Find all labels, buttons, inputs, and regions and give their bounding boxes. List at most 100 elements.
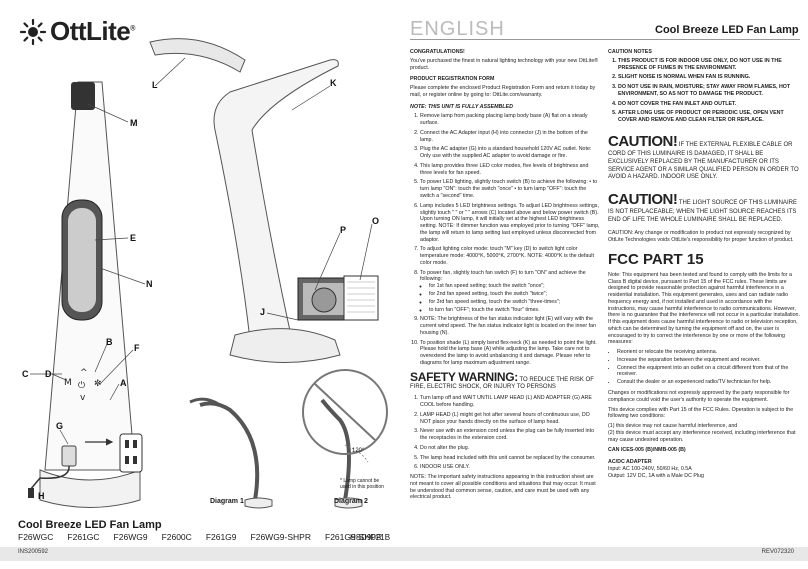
list-item: for 2nd fan speed setting, touch the swi… — [429, 291, 600, 298]
list-item: Turn lamp off and WAIT UNTIL LAMP HEAD (… — [420, 395, 600, 409]
list-item: To position shade (L) simply bend flex-n… — [420, 340, 600, 367]
fcc-changes: Changes or modifications not expressly a… — [608, 390, 790, 403]
registration-text: Please complete the enclosed Product Reg… — [410, 85, 596, 98]
list-item: for 3rd fan speed setting, touch the swi… — [429, 299, 600, 306]
label-C: C — [22, 369, 29, 379]
list-item: INDOOR USE ONLY. — [420, 464, 600, 471]
list-item: Remove lamp from packing placing lamp bo… — [420, 113, 600, 127]
list-item: Connect the equipment into an outlet on … — [617, 365, 800, 379]
caution-modification: CAUTION: Any change or modification to p… — [608, 230, 794, 243]
model-list: F26WGC F261GC F26WG9 F2600C F261G9 F26WG… — [18, 532, 382, 542]
label-O: O — [372, 216, 380, 226]
diagram-1-caption: Diagram 1 — [210, 498, 244, 505]
list-item: Increase the separation between the equi… — [617, 357, 800, 364]
safety-warning: SAFETY WARNING: TO REDUCE THE RISK OF FI… — [410, 369, 594, 391]
model-number: F26WG9-SHPR — [250, 532, 311, 542]
diagram-2-caption: Diagram 2 — [334, 498, 368, 505]
adapter-heading: AC/DC ADAPTER — [608, 459, 652, 466]
svg-text:v: v — [80, 393, 86, 403]
caution-light-source: CAUTION! THE LIGHT SOURCE OF THIS LUMINA… — [608, 191, 797, 224]
page-title: Cool Breeze LED Fan Lamp — [655, 24, 799, 36]
svg-text:^: ^ — [80, 368, 88, 378]
label-P: P — [340, 225, 347, 235]
brand-logo: OttLite® — [20, 16, 135, 47]
model-number: F261G9-SHPR — [325, 532, 383, 542]
sunburst-logo-icon — [20, 18, 46, 45]
adapter-input: Input: AC 100-240V, 50/60 Hz, 0.5A — [608, 465, 692, 472]
list-item: Do not alter the plug. — [420, 445, 600, 452]
label-J: J — [260, 307, 266, 317]
caution-notes-list: THIS PRODUCT IS FOR INDOOR USE ONLY, DO … — [608, 58, 800, 124]
fcc-measures: Reorient or relocate the receiving anten… — [608, 349, 800, 386]
angle-label: 120° — [352, 448, 365, 454]
ices-code: CAN ICES-005 (B)/NMB-005 (B) — [608, 447, 686, 454]
footer-title: Cool Breeze LED Fan Lamp — [18, 519, 162, 531]
list-item: This lamp provides three LED color modes… — [420, 163, 600, 177]
list-item: LAMP HEAD (L) might get hot after severa… — [420, 412, 600, 426]
list-item: DO NOT USE IN RAIN, MOISTURE; STAY AWAY … — [618, 84, 800, 98]
label-A: A — [120, 378, 127, 388]
ins-code: INS200592 — [18, 549, 49, 555]
list-item: To power LED lighting, slightly touch sw… — [420, 179, 600, 199]
header-divider — [410, 39, 800, 40]
list-item: Plug the AC adapter (G) into a standard … — [420, 146, 600, 160]
registration-heading: PRODUCT REGISTRATION FORM — [410, 76, 495, 83]
lamp-position-note: * Lamp cannot be used in this position — [340, 478, 384, 490]
hsd-code: HSD9021B — [350, 533, 391, 542]
list-item: for 1st fan speed setting; touch the swi… — [429, 283, 600, 290]
fcc-comply: This device complies with Part 15 of the… — [608, 406, 794, 420]
congrats-heading: CONGRATULATIONS! — [410, 49, 465, 55]
list-item: SLIGHT NOISE IS NORMAL WHEN FAN IS RUNNI… — [618, 74, 800, 81]
final-note: NOTE: The important safety instructions … — [410, 474, 596, 501]
svg-text:M: M — [64, 378, 72, 388]
svg-text:⏻: ⏻ — [78, 380, 85, 391]
label-K: K — [330, 78, 337, 88]
footer-bar — [0, 547, 808, 561]
caution-cord: CAUTION! IF THE EXTERNAL FLEXIBLE CABLE … — [608, 132, 799, 181]
list-item: To power fan, slightly touch fan switch … — [420, 270, 600, 314]
list-item: Reorient or relocate the receiving anten… — [617, 349, 800, 356]
list-item: DO NOT COVER THE FAN INLET AND OUTLET. — [618, 101, 800, 108]
instructions-column: CONGRATULATIONS! You've purchased the fi… — [410, 44, 600, 504]
label-B: B — [106, 337, 113, 347]
language-heading: ENGLISH — [410, 18, 505, 40]
fcc-heading: FCC PART 15 — [608, 250, 704, 268]
model-number: F26WGC — [18, 532, 54, 542]
rev-code: REV072320 — [761, 549, 794, 555]
label-G: G — [56, 421, 64, 431]
list-item: The lamp head included with this unit ca… — [420, 455, 600, 462]
model-number: F26WG9 — [113, 532, 148, 542]
fcc-condition: (2) this device must accept any interfer… — [608, 429, 796, 443]
list-item: NOTE: The brightness of the fan status i… — [420, 316, 600, 336]
fan-speed-list: for 1st fan speed setting; touch the swi… — [420, 283, 600, 313]
adapter-output: Output: 12V DC, 1A with a Male DC Plug — [608, 472, 704, 479]
label-D: D — [45, 369, 52, 379]
list-item: Connect the AC Adapter input (H) into co… — [420, 130, 600, 144]
list-item: Consult the dealer or an experienced rad… — [617, 379, 800, 386]
label-H: H — [38, 491, 45, 501]
label-N: N — [146, 279, 153, 289]
list-item: AFTER LONG USE OF PRODUCT OR PERIODIC US… — [618, 110, 800, 124]
logo-text: OttLite® — [50, 16, 135, 46]
label-E: E — [130, 233, 137, 243]
setup-steps: Remove lamp from packing placing lamp bo… — [410, 113, 600, 366]
model-number: F261GC — [67, 532, 100, 542]
label-L: L — [152, 80, 158, 90]
model-number: F261G9 — [205, 532, 237, 542]
label-M: M — [130, 118, 138, 128]
fcc-condition: (1) this device may not cause harmful in… — [608, 423, 738, 430]
svg-text:✼: ✼ — [94, 379, 102, 389]
label-F: F — [134, 343, 140, 353]
lamp-illustration: ^ M ⏻ ✼ v — [28, 38, 388, 509]
list-item: Lamp includes 5 LED brightness settings.… — [420, 203, 600, 244]
list-item: To adjust lighting color mode: touch "M"… — [420, 246, 600, 266]
fcc-text: Note: This equipment has been tested and… — [608, 271, 800, 346]
model-number: F2600C — [161, 532, 192, 542]
congrats-text: You've purchased the finest in natural l… — [410, 57, 599, 71]
list-item: THIS PRODUCT IS FOR INDOOR USE ONLY, DO … — [618, 58, 800, 72]
caution-column: CAUTION NOTES THIS PRODUCT IS FOR INDOOR… — [608, 44, 800, 479]
caution-notes-heading: CAUTION NOTES — [608, 49, 652, 55]
list-item: to turn fan "OFF"; touch the switch "fou… — [429, 307, 600, 314]
list-item: Never use with an extension cord unless … — [420, 428, 600, 442]
assembled-note: NOTE: THIS UNIT IS FULLY ASSEMBLED — [410, 103, 513, 110]
